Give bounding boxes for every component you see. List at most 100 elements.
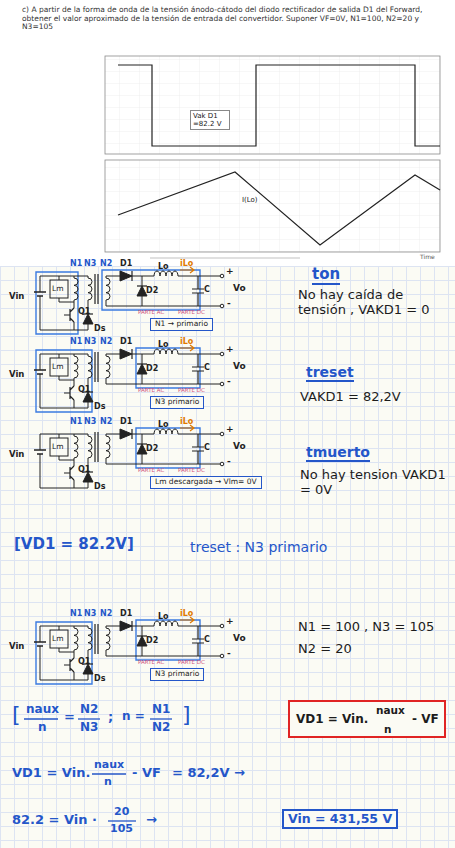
note-text: naux (94, 759, 124, 772)
forward-circuit (34, 617, 224, 684)
capacitor-symbol (192, 354, 204, 384)
winding-symbol (106, 278, 110, 300)
note-text: N2 = 20 (298, 642, 352, 657)
inductor-symbol (154, 349, 178, 354)
circuit-label: C (204, 363, 210, 372)
terminal (220, 462, 224, 466)
note-text: n (38, 721, 47, 735)
circuit-label: Vin (9, 370, 24, 380)
capacitor-symbol (192, 434, 204, 464)
circuit-label: Lo (158, 612, 169, 621)
wire (40, 434, 88, 488)
diode-bar (137, 635, 147, 636)
winding-symbol (74, 356, 78, 378)
diode-symbol (120, 429, 132, 439)
note-text: I(Lo) (242, 196, 258, 204)
circuit-label: Q1 (78, 307, 90, 316)
note-box: N3 primario (150, 396, 204, 409)
circuit-label: Ds (94, 674, 105, 683)
note-text: 82.2 = Vin · (12, 813, 97, 828)
circuit-label: Ds (94, 402, 105, 411)
circuit-label: N3 (84, 417, 96, 426)
box-text: Vin = 431,55 V (288, 812, 392, 826)
circuit-label: PARTE DC (178, 659, 205, 665)
wire (74, 458, 75, 488)
circuit-label: D1 (120, 259, 132, 268)
circuit-label: iLo (180, 337, 193, 346)
box-text: n (384, 723, 391, 735)
circuit-label: Vo (233, 283, 246, 293)
wire (74, 300, 75, 330)
winding-symbol (74, 436, 78, 458)
note-text: N1 = 100 , N3 = 105 (298, 620, 434, 635)
circuit-label: Q1 (78, 465, 90, 474)
circuit-label: Vin (9, 450, 24, 460)
circuit-label: Lm (52, 285, 63, 294)
circuit-label: D2 (146, 636, 158, 645)
inductor-symbol (154, 621, 178, 626)
fraction-bar (108, 820, 136, 821)
note-text: = (64, 710, 75, 725)
circuit-label: N1 (70, 417, 82, 426)
current-loop (36, 350, 92, 412)
circuit-label: PARTE AC (138, 659, 164, 665)
circuit-label: Q1 (78, 657, 90, 666)
note-text: N2 (80, 703, 98, 717)
circuit-label: - (227, 376, 231, 386)
inductor-box (50, 280, 68, 298)
inductor-symbol (154, 271, 178, 276)
circuit-label: D2 (146, 286, 158, 295)
fraction-bar (78, 718, 100, 719)
forward-circuit (34, 267, 224, 334)
diode-bar (137, 285, 147, 286)
diode-symbol (120, 349, 132, 359)
circuit-label: C (204, 635, 210, 644)
circuit-label: PARTE AC (138, 387, 164, 393)
box-text: naux (376, 704, 405, 716)
circuit-label: iLo (180, 417, 193, 426)
circuit-label: Q1 (78, 385, 90, 394)
transistor-symbol (64, 386, 74, 400)
battery-symbol (34, 292, 46, 296)
winding-symbol (88, 356, 92, 378)
circuit-label: N3 (84, 259, 96, 268)
core-symbol (95, 624, 98, 654)
diode-bar (131, 271, 132, 281)
circuit-label: - (227, 298, 231, 308)
terminal (220, 624, 224, 628)
wire (106, 354, 222, 384)
circuit-label: Lm (52, 635, 63, 644)
circuit-label: N2 (100, 337, 112, 346)
box-text: N3 primario (155, 670, 199, 679)
note-text: c) A partir de la forma de onda de la te… (22, 6, 447, 32)
circuit-label: N3 (84, 609, 96, 618)
scan-ground (0, 0, 455, 266)
circuit-label: - (227, 648, 231, 658)
plot-frame (105, 160, 440, 252)
note-text: → (146, 813, 157, 828)
diode-symbol (120, 621, 132, 631)
circuit-label: Lm (52, 443, 63, 452)
diode-bar (131, 429, 132, 439)
box-text: VD1 = Vin. (296, 713, 368, 727)
circuit-label: D2 (146, 364, 158, 373)
note-box: N3 primario (150, 668, 204, 681)
voltage-waveform (118, 65, 440, 146)
box-text: - VF (412, 713, 439, 727)
winding-symbol (74, 278, 78, 300)
formula-box: VD1 = Vin. naux n - VF (288, 700, 446, 738)
note-text: ] (182, 702, 191, 727)
note-text: tmuerto (306, 444, 370, 462)
wire (40, 276, 88, 330)
circuit-label: Ds (94, 482, 105, 491)
circuit-label: N2 (100, 609, 112, 618)
circuit-label: Ds (94, 324, 105, 333)
inductor-symbol (154, 429, 178, 434)
note-text: = 82,2V → (172, 766, 245, 781)
circuit-label: N1 (70, 259, 82, 268)
circuit-label: N2 (100, 259, 112, 268)
circuit-label: - (227, 456, 231, 466)
inductor-box (50, 358, 68, 376)
core-symbol (95, 432, 98, 462)
note-text: naux (26, 703, 59, 717)
